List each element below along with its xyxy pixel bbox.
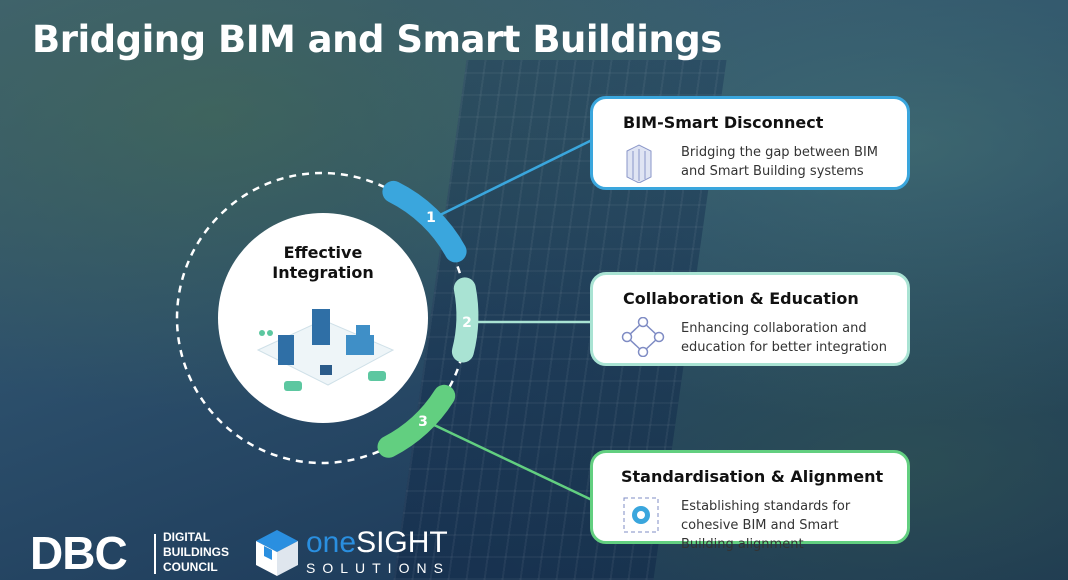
step-number-1: 1 [426, 210, 436, 226]
smart-city-illustration [256, 309, 395, 391]
dbc-logo-divider [154, 534, 156, 574]
step-segment-2 [451, 277, 479, 363]
card-title: Collaboration & Education [623, 289, 859, 308]
step-number-3: 3 [418, 414, 428, 430]
step-number-2: 2 [462, 315, 472, 331]
smart-building-icon [626, 144, 652, 183]
dbc-line-1: DIGITAL [163, 530, 211, 544]
card-description: Bridging the gap between BIM and Smart B… [681, 145, 878, 179]
connector-1 [439, 138, 593, 217]
onesight-one: one [306, 526, 357, 559]
hub-title: Effective Integration [272, 243, 374, 282]
collaboration-network-icon [621, 317, 665, 357]
step-card-bim-smart-disconnect: BIM-Smart Disconnect Bridging the gap be… [590, 96, 910, 190]
card-title: Standardisation & Alignment [621, 467, 884, 486]
step-segment-3 [377, 384, 456, 458]
onesight-sight: SIGHT [356, 526, 448, 559]
onesight-cube-icon [256, 530, 298, 576]
dbc-logo-mark: DBC [30, 527, 128, 579]
step-segment-1 [382, 180, 467, 263]
onesight-logo-text: oneSIGHT [306, 528, 448, 558]
page-title: Bridging BIM and Smart Buildings [32, 18, 722, 61]
step-card-standardisation-alignment: Standardisation & Alignment Establishing… [590, 450, 910, 552]
dbc-line-3: COUNCIL [163, 560, 218, 574]
connector-3 [431, 422, 593, 502]
dbc-line-2: BUILDINGS [163, 545, 229, 559]
hub-circle: Effective Integration [218, 213, 428, 423]
dbc-logo-text: DIGITAL BUILDINGS COUNCIL [163, 530, 229, 575]
card-description: Establishing standards for cohesive BIM … [681, 499, 851, 552]
gear-standards-icon [623, 497, 659, 533]
card-title: BIM-Smart Disconnect [623, 113, 824, 132]
onesight-solutions: SOLUTIONS [306, 560, 450, 576]
card-description: Enhancing collaboration and education fo… [681, 321, 887, 355]
step-card-collaboration-education: Collaboration & Education Enhancing coll… [590, 272, 910, 366]
